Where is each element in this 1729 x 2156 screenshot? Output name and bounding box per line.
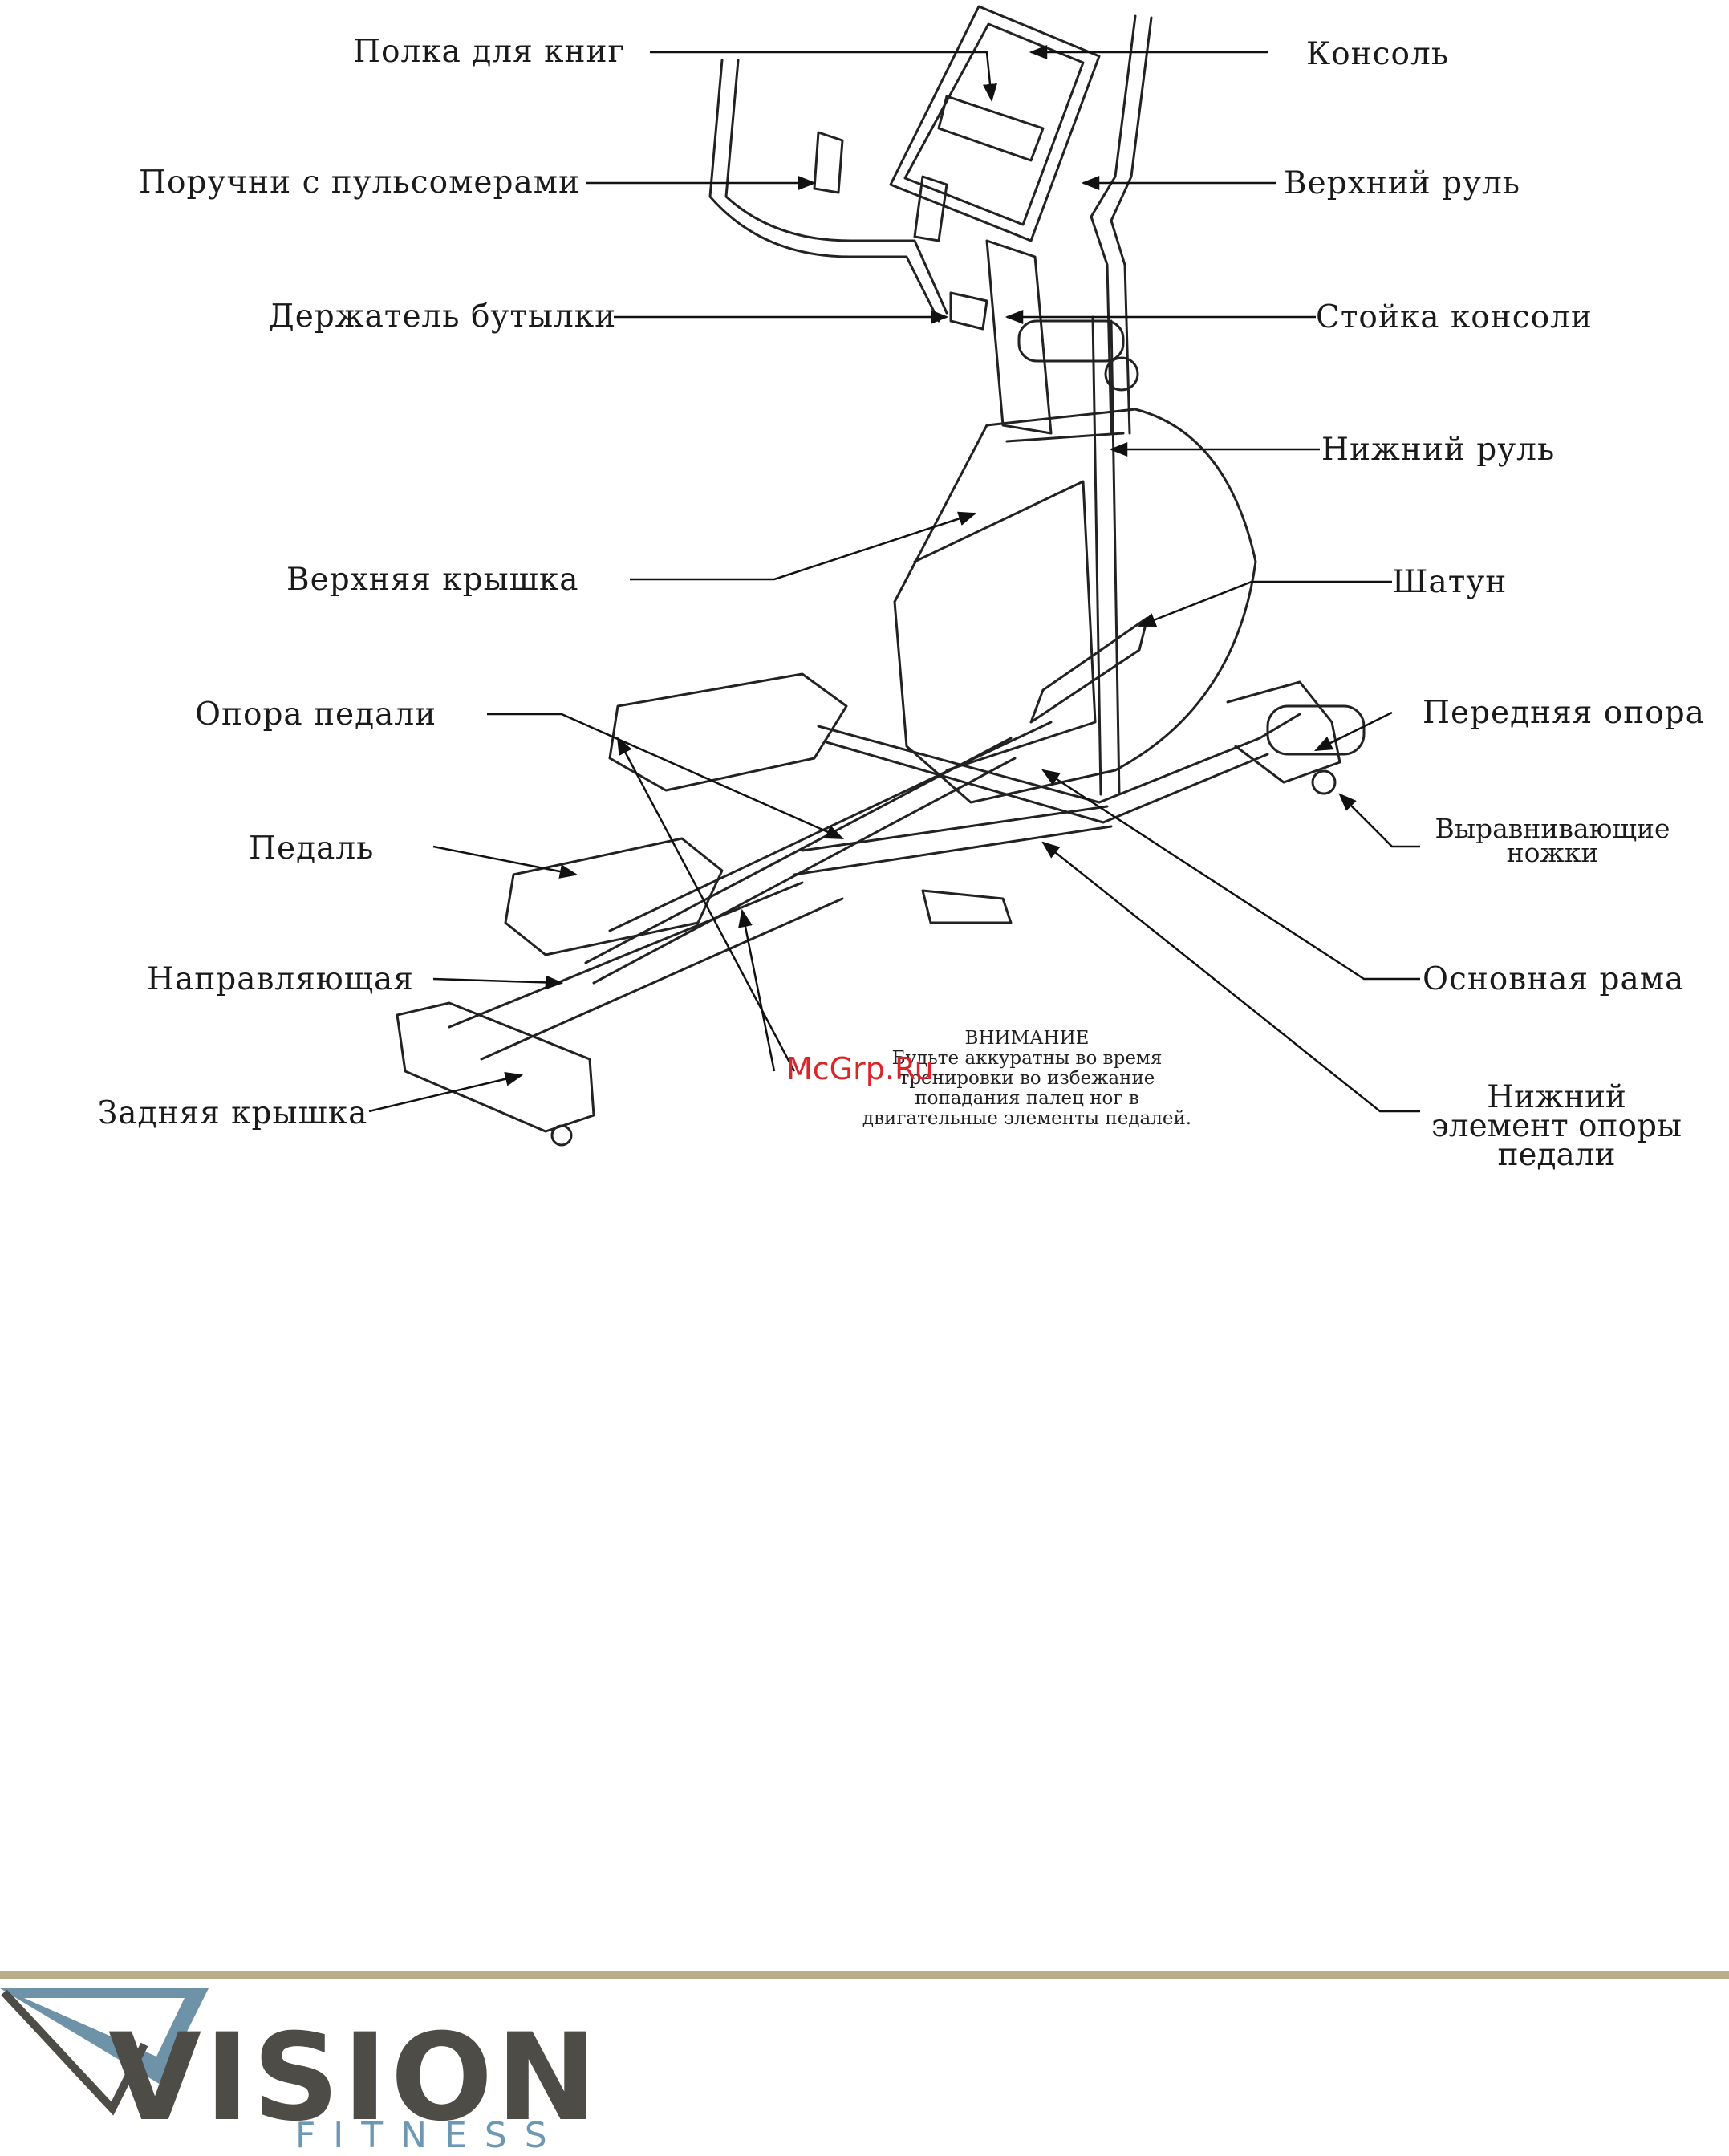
label-pedal-support: Опора педали [195, 696, 437, 733]
warning-text: Будьте аккуратны во время тренировки во … [862, 1048, 1192, 1129]
label-hr-grips: Поручни с пульсомерами [139, 164, 581, 201]
label-pedal: Педаль [249, 830, 375, 867]
label-bottle-holder: Держатель бутылки [269, 298, 617, 335]
label-upper-handlebar: Верхний руль [1284, 165, 1520, 201]
watermark: McGrp.Ru [786, 1051, 934, 1086]
label-book-shelf: Полка для книг [353, 34, 625, 70]
label-main-frame: Основная рама [1423, 961, 1685, 997]
vision-fitness-logo [0, 1988, 209, 2116]
logo-sub-text: FITNESS [295, 2115, 565, 2156]
label-top-cover: Верхняя крышка [286, 562, 579, 598]
label-console: Консоль [1306, 36, 1449, 72]
label-lower-pedal-support: Нижний элемент опоры педали [1431, 1079, 1682, 1173]
label-rear-cover: Задняя крышка [98, 1095, 368, 1131]
label-rail: Направляющая [147, 961, 414, 997]
warning-note: ВНИМАНИЕ Будьте аккуратны во время трени… [850, 1029, 1203, 1129]
warning-title: ВНИМАНИЕ [964, 1028, 1090, 1049]
footer-rule [0, 1971, 1729, 1979]
label-lower-handlebar: Нижний руль [1321, 432, 1556, 468]
elliptical-trainer-diagram [368, 5, 1420, 1147]
label-front-stabilizer: Передняя опора [1423, 695, 1705, 731]
label-crank-arm: Шатун [1392, 564, 1508, 600]
label-leveling-feet: Выравнивающие ножки [1435, 813, 1670, 868]
logo-brand-text: VISION [108, 2008, 600, 2148]
label-console-mast: Стойка консоли [1316, 299, 1593, 335]
